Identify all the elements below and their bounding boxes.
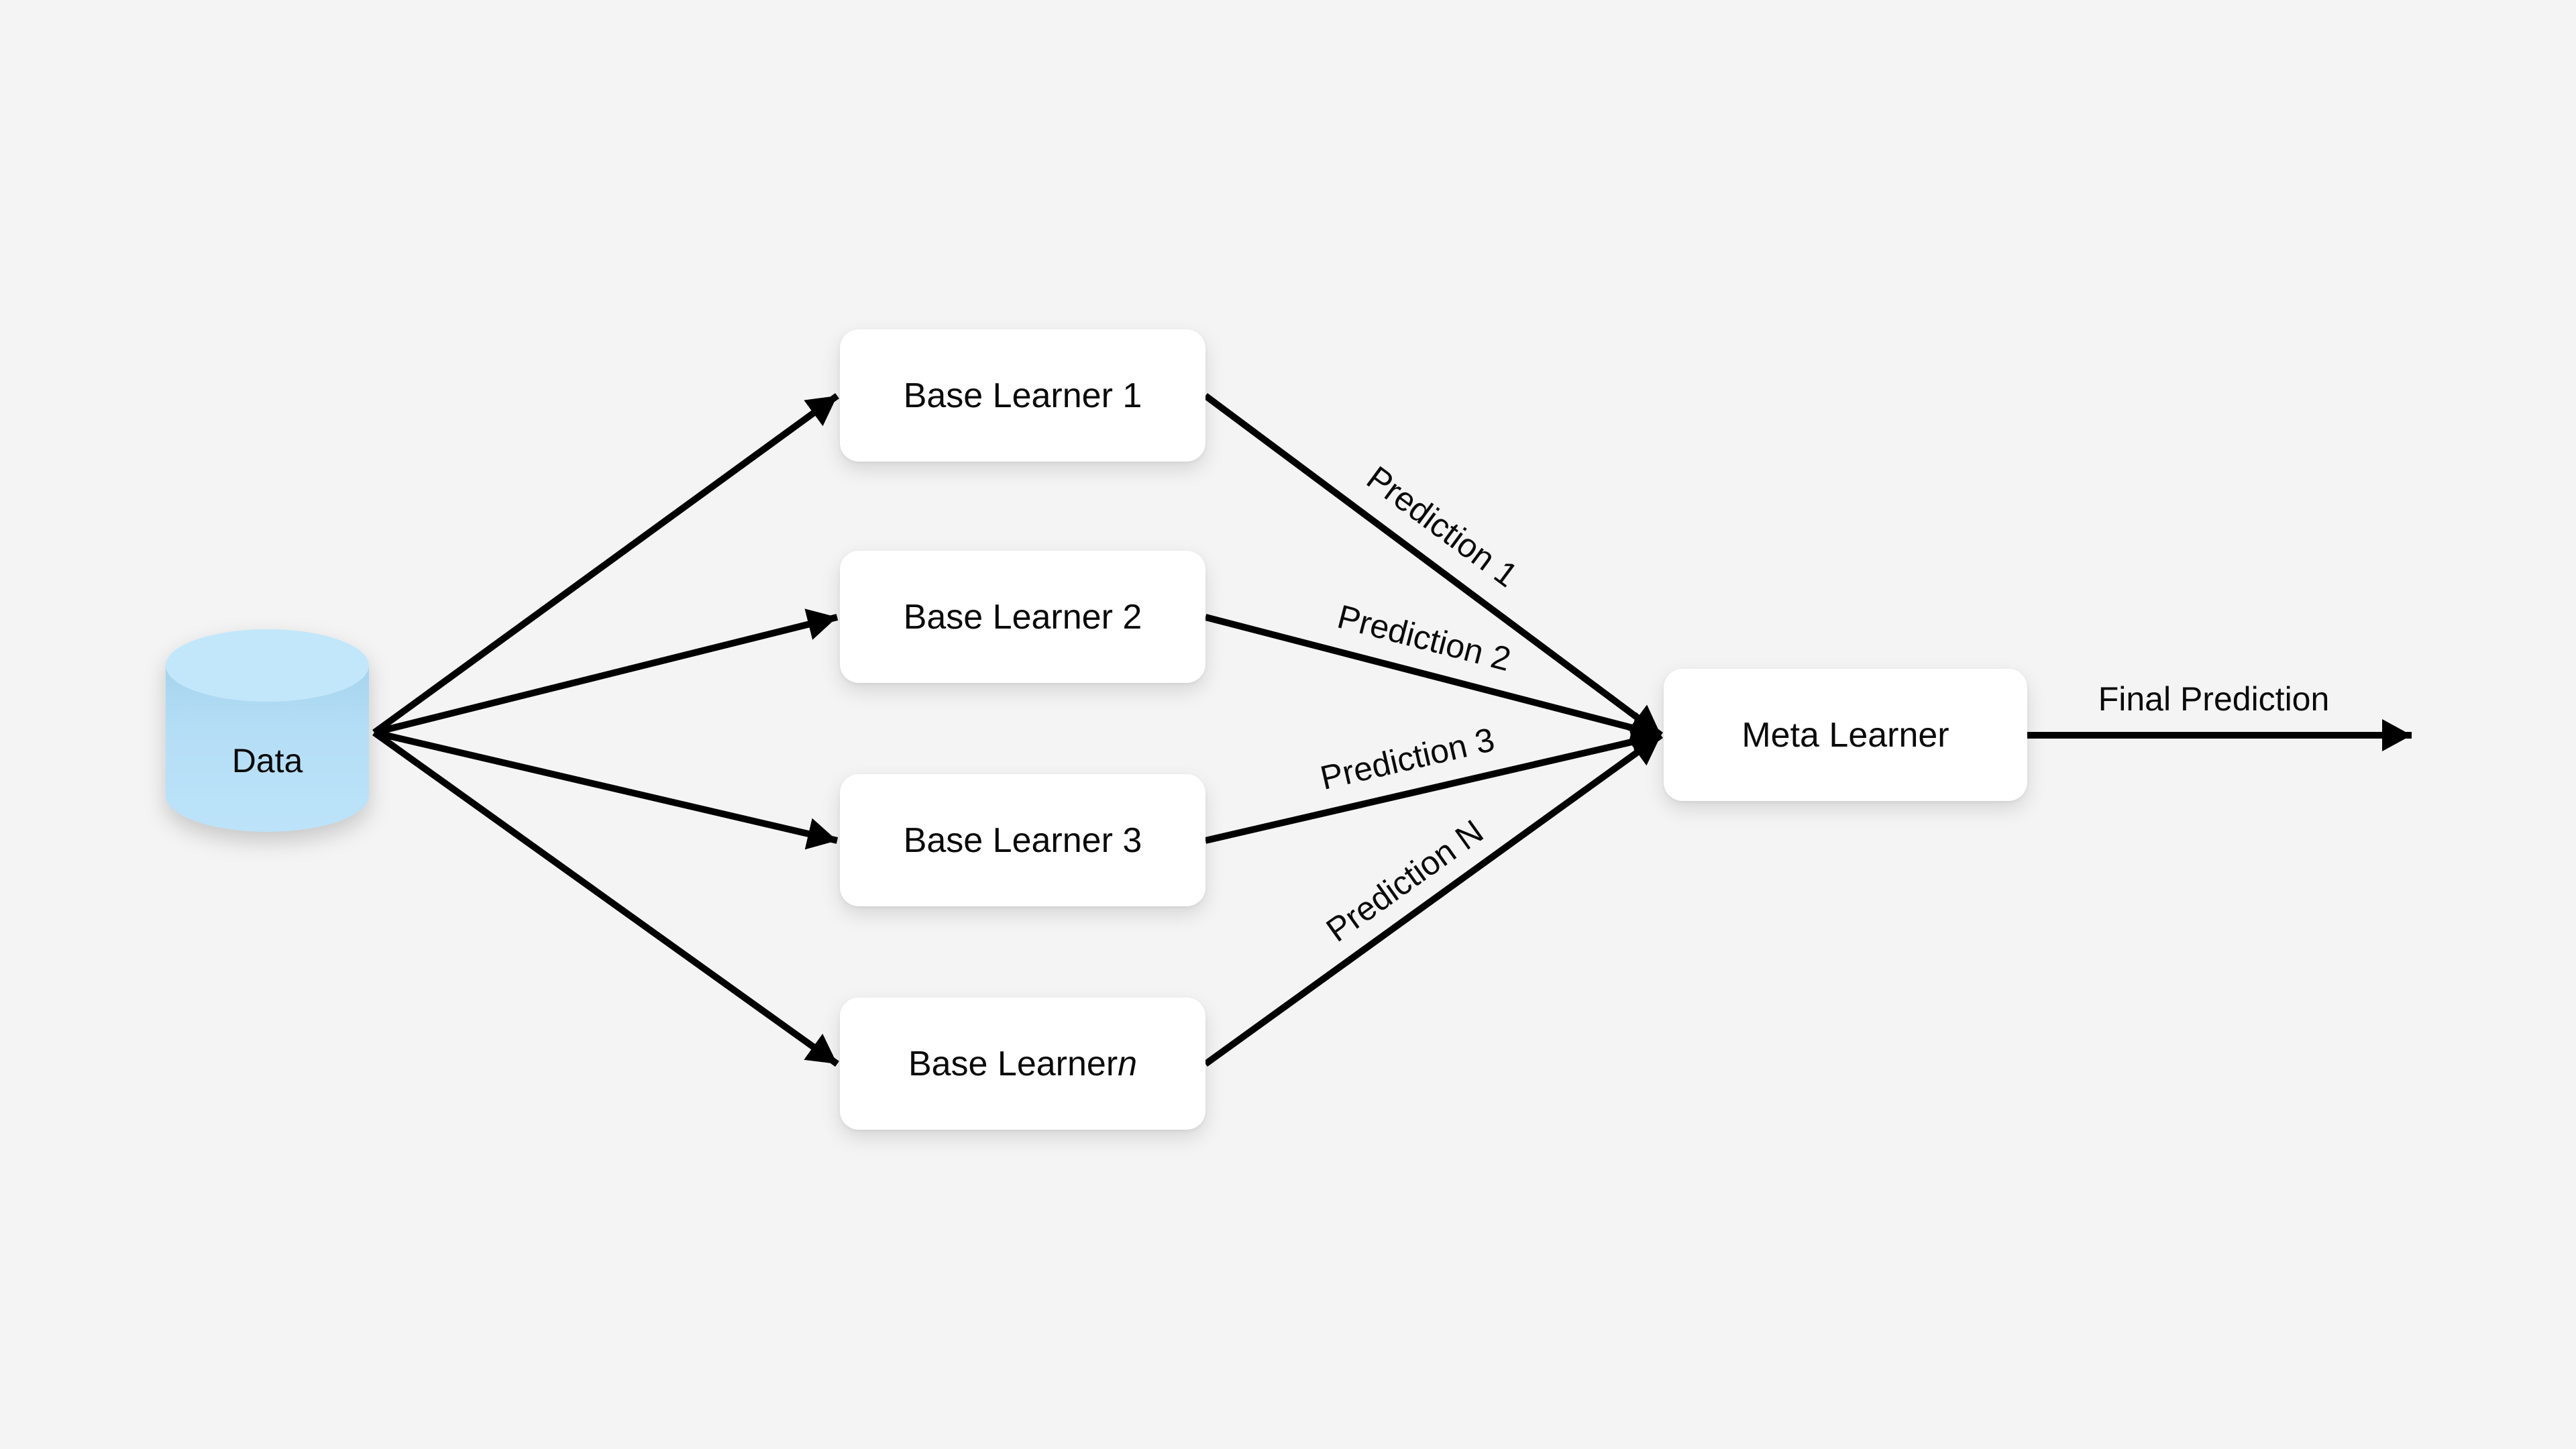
arrow-prediction-3 <box>1204 726 1662 844</box>
meta-learner-label: Meta Learner <box>1741 715 1949 755</box>
base-learner-2-node: Base Learner 2 <box>840 551 1205 683</box>
base-learner-2-label: Base Learner 2 <box>903 597 1142 637</box>
data-cylinder-top-ellipse <box>166 629 369 702</box>
base-learner-n-label-prefix: Base Learner <box>908 1044 1118 1083</box>
data-node-label: Data <box>231 742 303 780</box>
data-cylinder-node: Data <box>166 629 369 832</box>
arrow-data-to-base-learner-n <box>372 729 839 1067</box>
meta-learner-node: Meta Learner <box>1664 669 2027 801</box>
arrow-data-to-base-learner-3 <box>373 729 839 850</box>
arrow-data-to-base-learner-1 <box>372 392 839 736</box>
base-learner-3-label: Base Learner 3 <box>903 820 1142 860</box>
base-learner-n-node: Base Learner n <box>840 998 1205 1130</box>
arrow-prediction-n <box>1203 732 1663 1067</box>
base-learner-1-node: Base Learner 1 <box>840 329 1205 462</box>
base-learner-n-label-italic-n: n <box>1118 1044 1138 1083</box>
base-learner-1-label: Base Learner 1 <box>903 376 1142 415</box>
base-learner-3-node: Base Learner 3 <box>840 774 1205 906</box>
edge-label-final-prediction: Final Prediction <box>2098 680 2330 718</box>
arrow-data-to-base-learner-2 <box>373 608 839 736</box>
arrow-prediction-1 <box>1203 392 1663 739</box>
arrow-prediction-2 <box>1204 614 1662 744</box>
